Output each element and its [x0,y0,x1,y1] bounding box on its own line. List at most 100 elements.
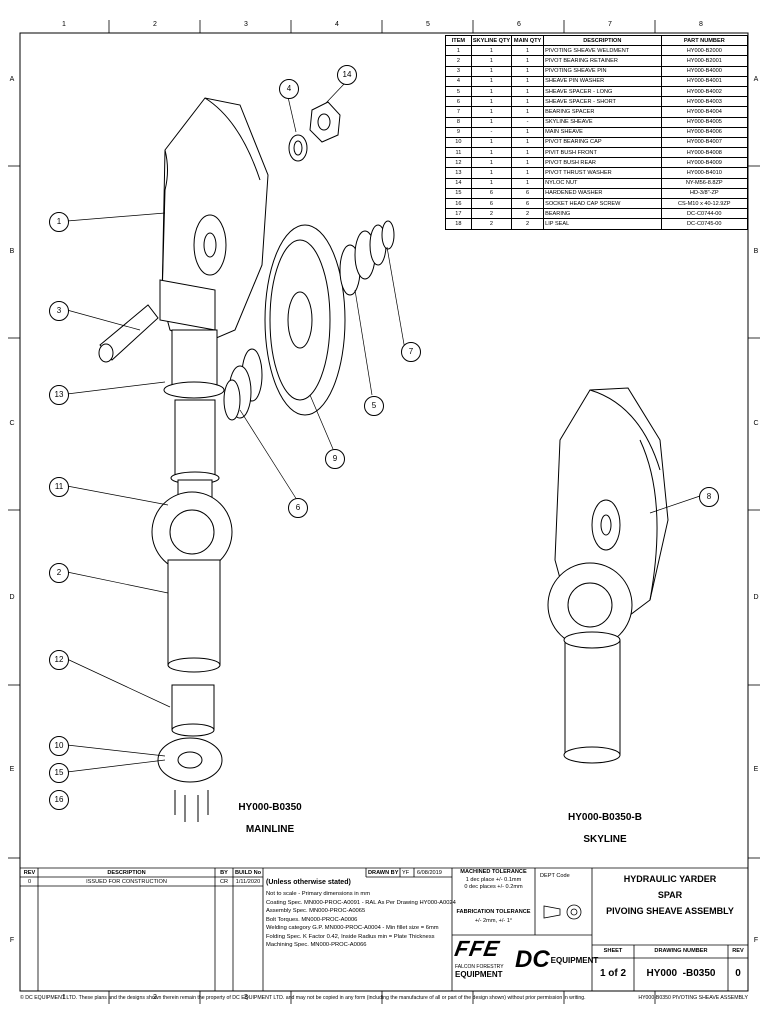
callout-3: 3 [49,301,69,321]
bom-item: 9 [445,126,472,138]
bom-main-qty: 1 [511,157,545,169]
bom-description: BEARING SPACER [543,106,662,118]
drawn-date: 6/08/2019 [417,870,442,876]
rev-by-header: BY [220,870,228,876]
bom-item: 2 [445,55,472,67]
mainline-view-id: HY000-B0350 [238,802,302,813]
ffe-logo: FFE FALCON FORESTRY EQUIPMENT [452,936,515,986]
callout-12: 12 [49,650,69,670]
bom-skyline-qty: 1 [470,106,513,118]
bom-part-number: HY000-B4009 [660,157,749,169]
bom-main-qty: 1 [511,85,545,98]
rev-header: REV [23,870,36,876]
bom-part-number: HY000-B2000 [660,45,749,57]
zone-col-5: 5 [426,21,430,28]
bom-item: 18 [445,218,472,230]
bom-skyline-qty: 1 [470,45,513,57]
rev-description: ISSUED FOR CONSTRUCTION [86,879,167,885]
bom-skyline-qty: - [470,126,513,138]
note-line: Welding category G.P. MN000-PROC-A0004 -… [266,925,439,931]
projection-symbol-icon [543,904,582,920]
bom-header-main-qty: MAIN QTY [511,34,545,47]
bom-main-qty: 1 [511,75,545,87]
zone-row-e-right: E [753,766,759,773]
bom-skyline-qty: 1 [470,85,513,98]
bom-item: 5 [445,85,472,98]
dept-code-label: DEPT Code [540,873,570,879]
bom-part-number: HY000-B4007 [660,136,749,149]
title-line-1: HYDRAULIC YARDER [623,874,717,884]
notes-lines: Not to scale - Primary dimensions in mm … [266,890,456,950]
rev-value-title: 0 [735,968,741,979]
bom-description: PIVOTING SHEAVE PIN [543,65,662,77]
bom-header-description: DESCRIPTION [543,34,662,47]
fabrication-tolerance-1: +/- 2mm, +/- 1° [474,918,513,924]
bom-main-qty: 1 [511,177,545,189]
callout-5: 5 [364,396,384,416]
bom-skyline-qty: 1 [470,157,513,169]
bom-part-number: HY000-B4003 [660,96,749,108]
bom-item: 13 [445,167,472,179]
zone-col-7: 7 [608,21,612,28]
sheet-value: 1 of 2 [599,968,627,979]
machined-tolerance-1: 1 dec place +/- 0.1mm [465,877,522,883]
ffe-logo-text: FFE [452,936,502,961]
bom-skyline-qty: 1 [470,136,513,149]
callout-4: 4 [279,79,299,99]
bom-main-qty: 6 [511,187,545,200]
rev-build-header: BUILD No [234,870,262,876]
bom-description: SOCKET HEAD CAP SCREW [543,197,662,210]
callout-6: 6 [288,498,308,518]
bom-main-qty: 1 [511,136,545,149]
bom-part-number: CS-M10 x 40-12.9ZP [660,197,749,210]
drawn-by-label: DRAWN BY [368,870,399,876]
drawn-by: YF [402,870,410,876]
bom-item: 8 [445,116,472,128]
bom-skyline-qty: 1 [470,96,513,108]
note-line: Machining Spec. MN000-PROC-A0066 [266,942,367,948]
zone-col-3-bottom: 3 [244,994,248,1001]
bom-part-number: HY000-B4010 [660,167,749,179]
bom-main-qty: 1 [511,55,545,67]
note-line: Coating Spec. MN000-PROC-A0091 - RAL As … [266,899,456,906]
drawing-number: HY000 -B0350 [646,968,716,979]
bom-description: PIVOT BEARING CAP [543,136,662,149]
bom-skyline-qty: 1 [470,65,513,77]
bom-description: NYLOC NUT [543,177,662,189]
title-line-2: SPAR [657,890,683,900]
machined-tolerance-title: MACHINED TOLERANCE [460,869,527,875]
rev-description-header: DESCRIPTION [107,870,146,876]
zone-row-a: A [9,76,15,83]
bom-header-item: ITEM [445,34,472,47]
zone-row-b: B [9,248,15,255]
bom-description: SKYLINE SHEAVE [543,116,662,128]
ffe-logo-sub2: EQUIPMENT [455,970,503,979]
bom-skyline-qty: 2 [470,208,513,220]
callout-10: 10 [49,736,69,756]
bom-main-qty: 1 [511,106,545,118]
bom-description: SHEAVE SPACER - LONG [543,85,662,98]
bom-description: LIP SEAL [543,218,662,230]
skyline-view-name: SKYLINE [583,834,627,845]
callout-11: 11 [49,477,69,497]
bom-description: HARDENED WASHER [543,187,662,200]
bom-main-qty: 1 [511,126,545,138]
bom-item: 17 [445,208,472,220]
dc-logo-text: DC [515,946,550,973]
bom-skyline-qty: 1 [470,116,513,128]
